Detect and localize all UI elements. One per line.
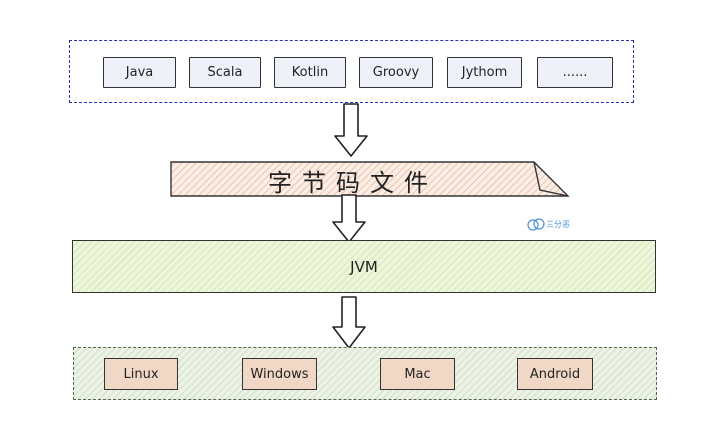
watermark-text: 三分恶 [546,220,570,229]
platform-android: Android [517,358,593,390]
bytecode-file-shape [170,161,570,197]
language-group [69,40,634,103]
language-kotlin: Kotlin [274,57,346,88]
platform-mac: Mac [380,358,455,390]
language-jython: Jythom [447,57,522,88]
platform-linux: Linux [104,358,178,390]
jvm-label: JVM [350,257,378,276]
language-more: ...... [537,57,613,88]
language-java: Java [103,57,176,88]
language-scala: Scala [189,57,261,88]
watermark-logo-icon [527,218,545,231]
platform-windows: Windows [242,358,317,390]
bytecode-file-label: 字节码文件 [268,168,438,197]
down-arrow-icon [332,296,366,349]
down-arrow-icon [334,103,368,157]
language-groovy: Groovy [359,57,433,88]
jvm-box: JVM [72,240,656,293]
down-arrow-icon [332,194,366,243]
